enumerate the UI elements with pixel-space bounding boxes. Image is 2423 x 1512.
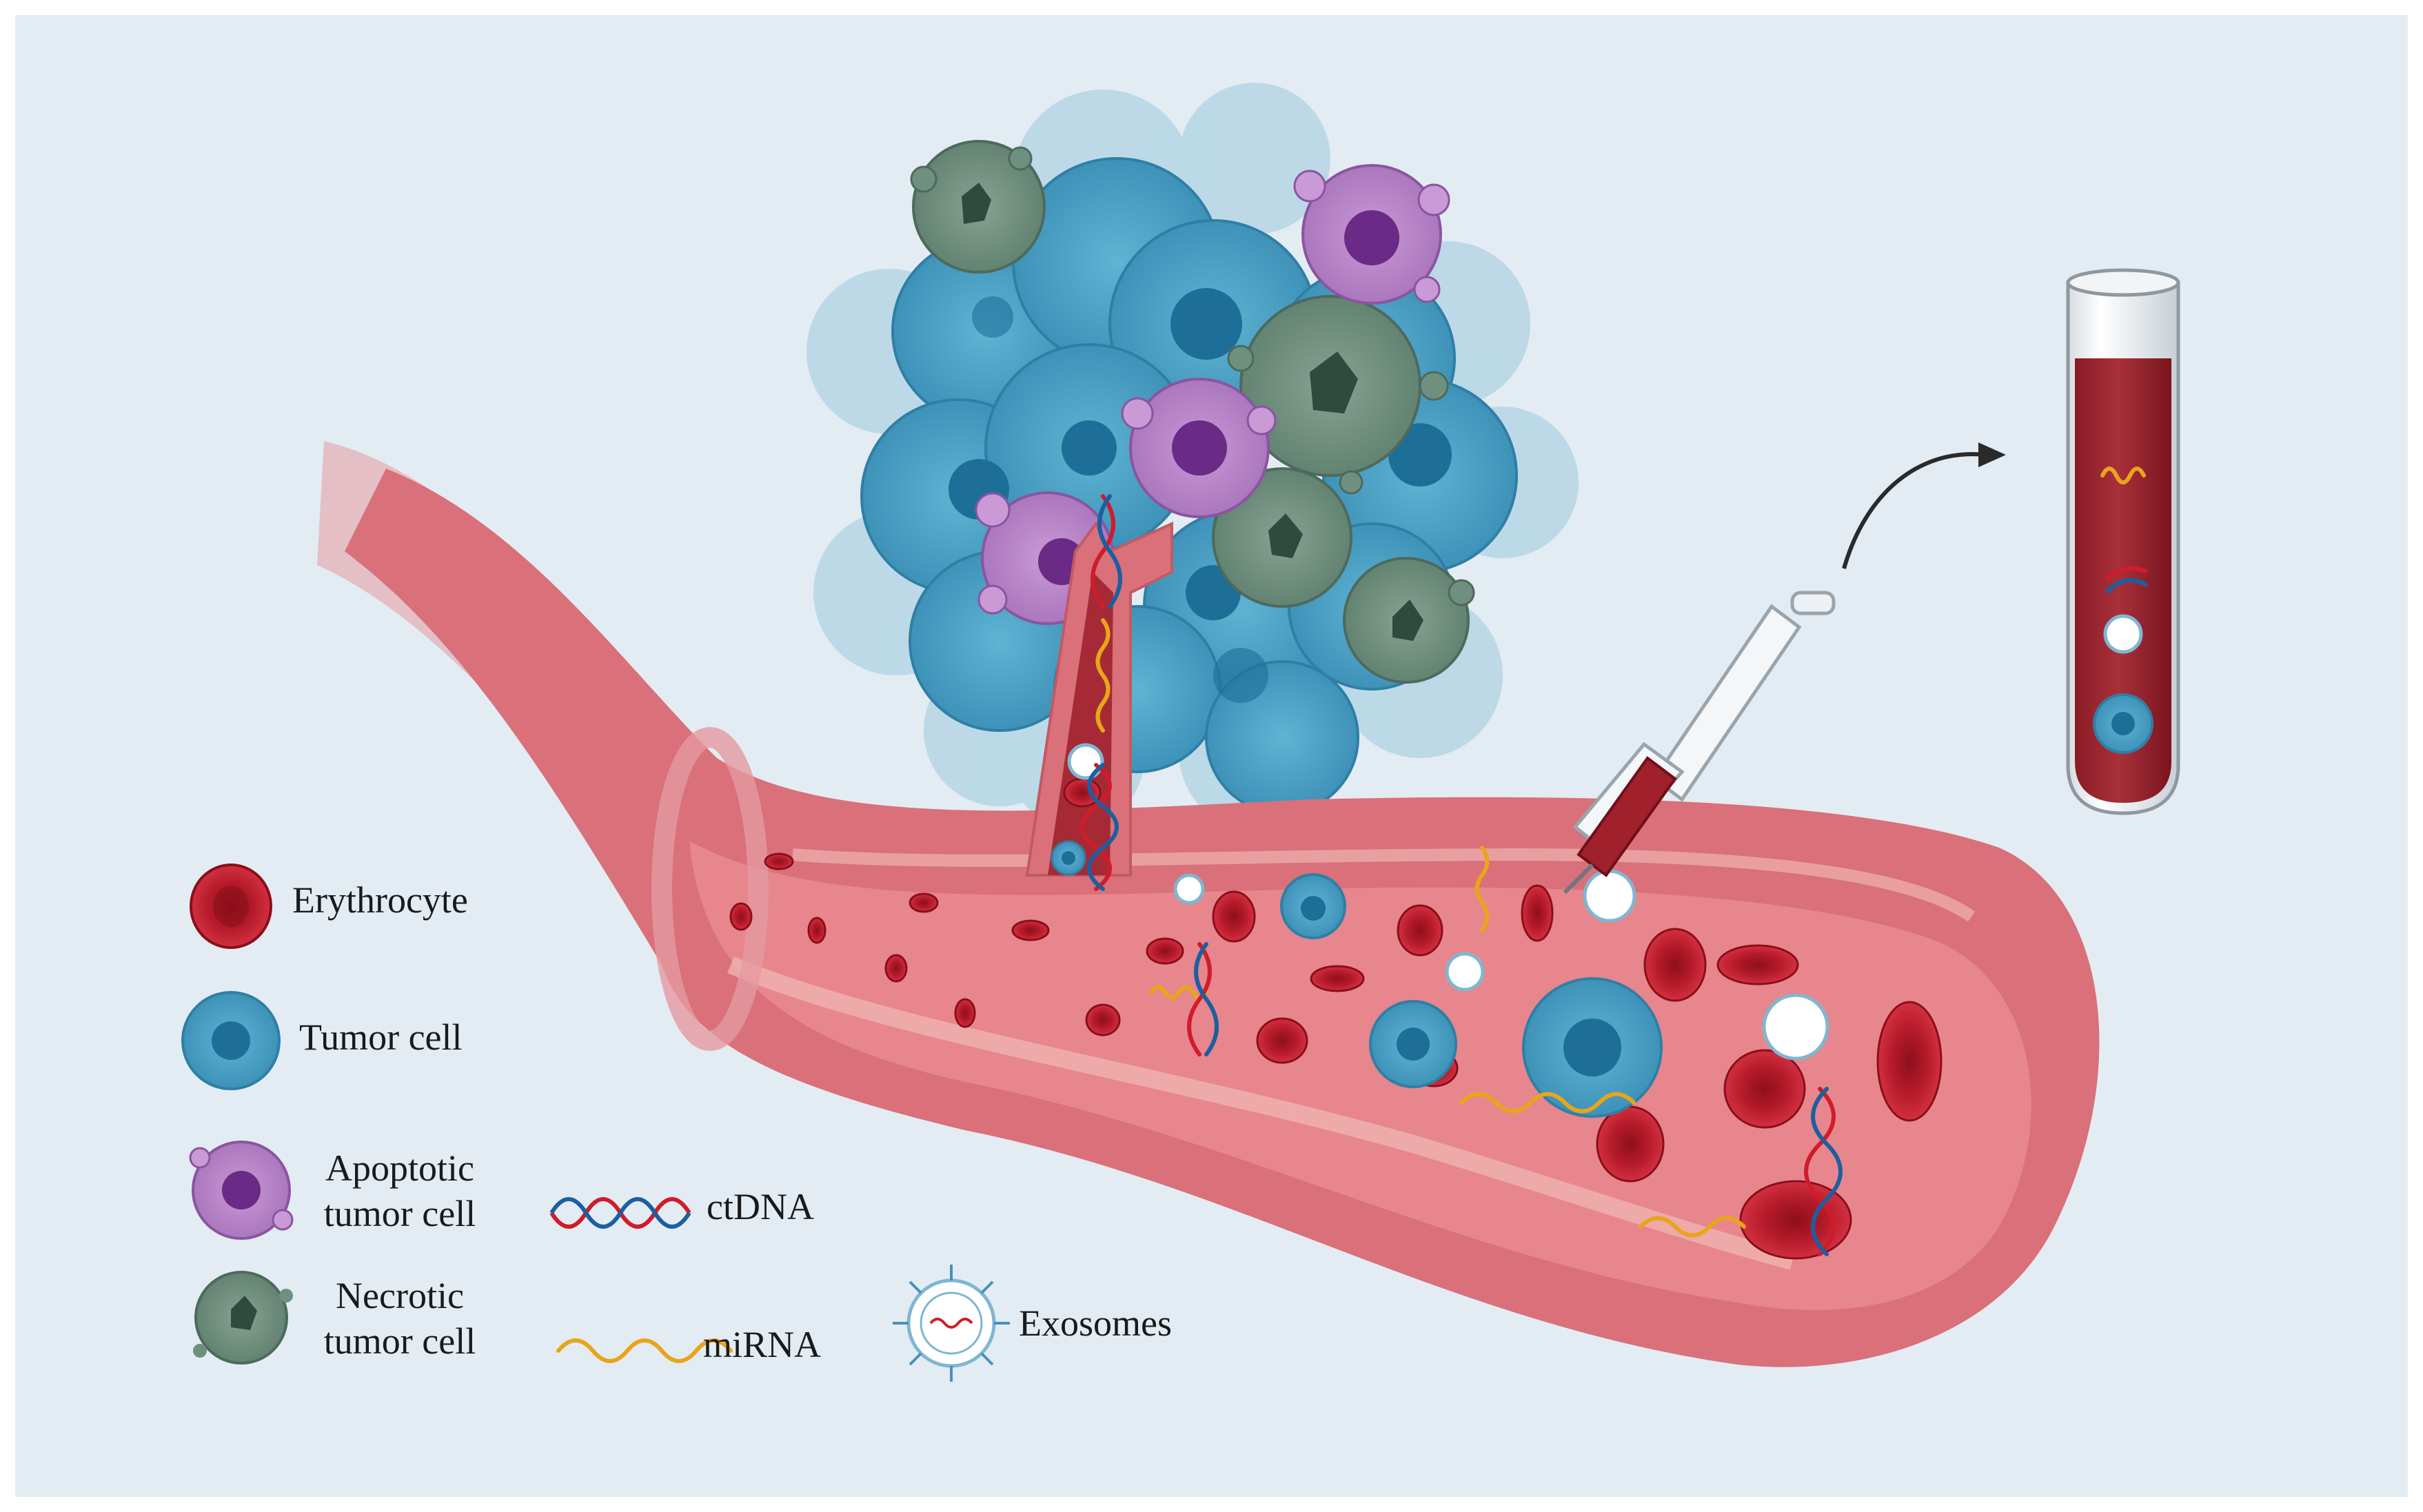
legend-label-tumor-cell: Tumor cell	[299, 1016, 463, 1058]
legend-label-apoptotic-line1: Apoptotic	[325, 1147, 474, 1189]
apoptotic-tumor-cell-icon	[189, 1141, 294, 1240]
legend-label-apoptotic-line2: tumor cell	[323, 1193, 476, 1234]
apoptotic-cell-cluster	[975, 164, 1450, 625]
circulating-mirna	[1095, 618, 1746, 1238]
syringe	[1563, 591, 1836, 895]
legend-label-exosomes: Exosomes	[1019, 1302, 1172, 1344]
tumor-cell-icon	[181, 991, 281, 1090]
ctdna-icon	[549, 1197, 691, 1229]
circulating-tumor-cells	[1051, 840, 1663, 1118]
mirna-icon	[556, 1338, 733, 1363]
legend-label-mirna: miRNA	[703, 1324, 822, 1365]
necrotic-tumor-cell-icon	[193, 1271, 293, 1365]
circulating-exosomes	[1067, 743, 1829, 1061]
blood-collection-tube	[2066, 268, 2180, 815]
exosomes-icon	[893, 1265, 1010, 1382]
legend-label-erythrocyte: Erythrocyte	[292, 879, 468, 921]
legend-label-necrotic-line1: Necrotic	[336, 1275, 464, 1316]
legend-label-necrotic-line2: tumor cell	[323, 1320, 476, 1362]
flow-arrow	[1842, 452, 1986, 569]
legend-label-ctdna: ctDNA	[707, 1186, 814, 1227]
tumor-mass	[807, 83, 1579, 834]
legend-icons	[181, 864, 1010, 1382]
circulating-ctdna	[1080, 494, 1843, 1256]
necrotic-cell-cluster	[910, 140, 1475, 684]
erythrocyte-icon	[190, 864, 272, 949]
